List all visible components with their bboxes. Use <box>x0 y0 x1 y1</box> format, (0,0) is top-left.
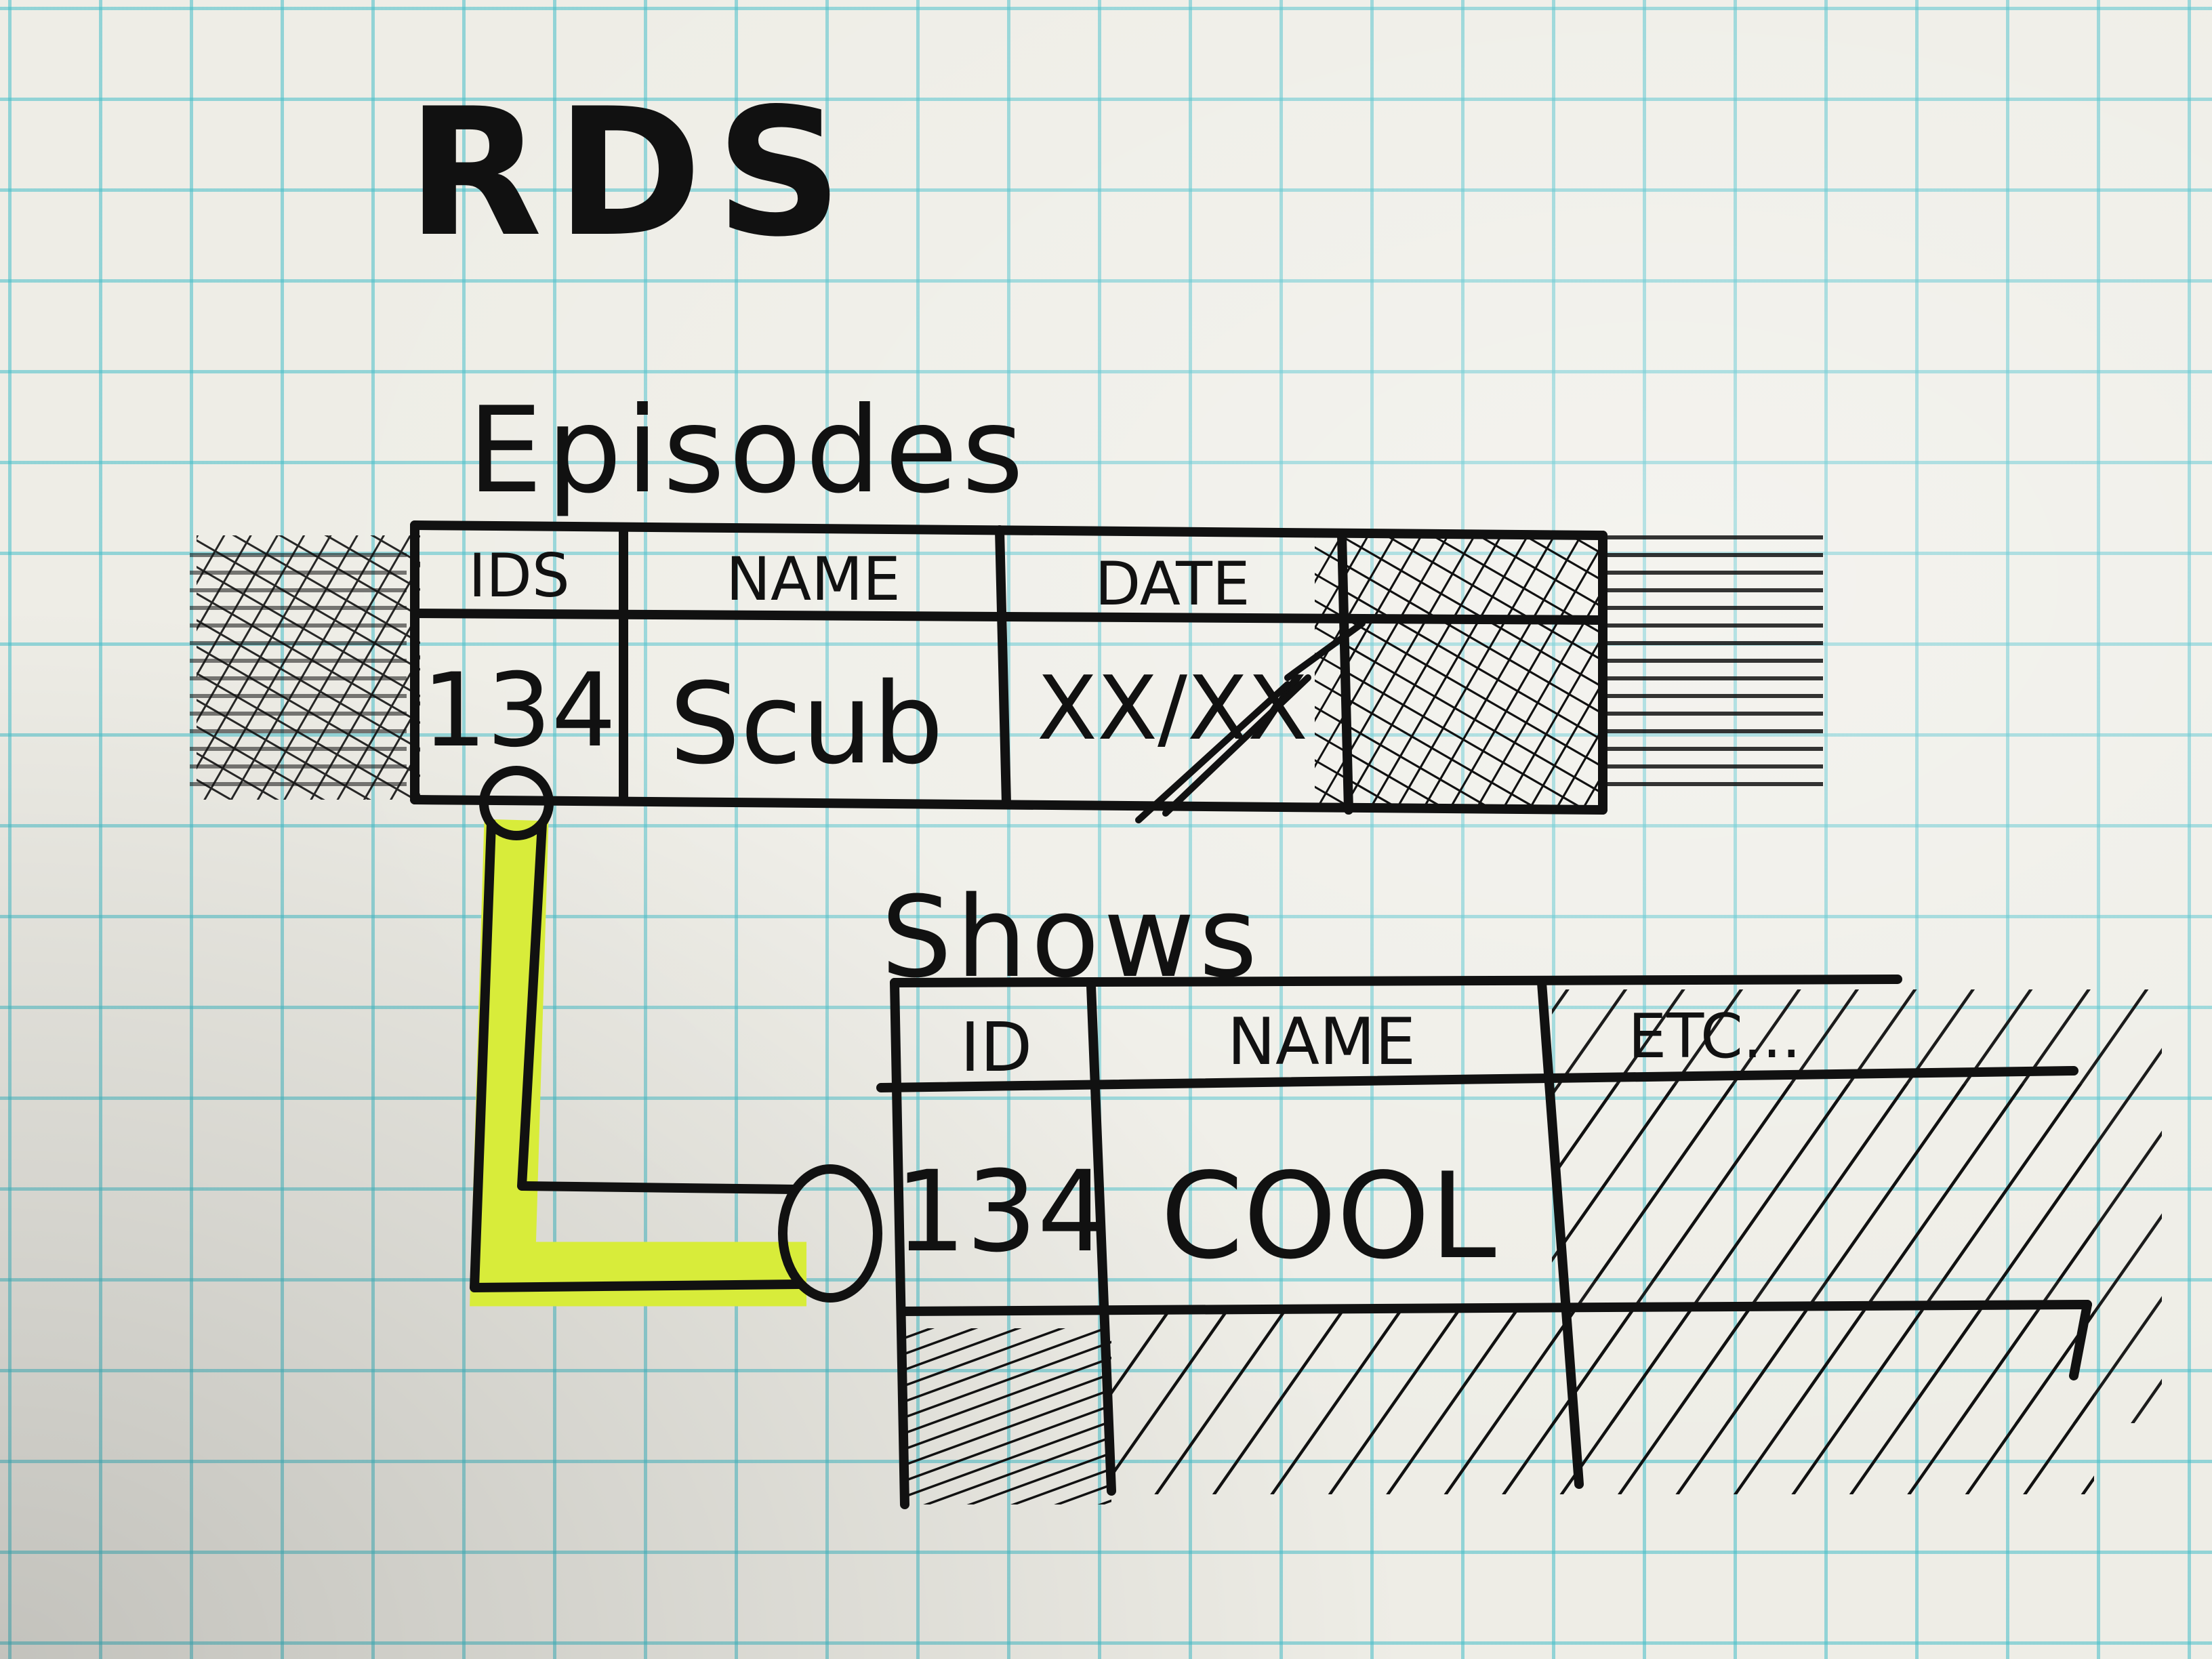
episodes-crossed-column <box>1345 542 1603 806</box>
episodes-cell-name: Scub <box>670 659 944 789</box>
episodes-cell-date: XX/XX <box>1037 657 1308 760</box>
episodes-cell-id: 134 <box>422 652 616 770</box>
relation-connector <box>470 766 882 1307</box>
shows-bottom-dense-hatch <box>901 1328 1111 1504</box>
episodes-table-name: Episodes <box>468 382 1027 520</box>
episodes-left-scribble-lines <box>190 542 407 786</box>
episodes-header-date: DATE <box>1095 549 1250 619</box>
episodes-right-scribble-lines <box>1599 535 1823 800</box>
episodes-header-ids: IDS <box>468 541 570 611</box>
shows-cell-name: COOL <box>1160 1148 1496 1286</box>
shows-header-etc: ETC... <box>1628 1001 1801 1072</box>
diagram-title: RDS <box>407 71 856 276</box>
episodes-header-name: NAME <box>726 544 901 614</box>
shows-bottom-hatch <box>1111 1311 2094 1494</box>
shows-header-name: NAME <box>1227 1005 1416 1080</box>
shows-cell-id: 134 <box>895 1147 1109 1277</box>
shows-table-grid <box>876 975 2092 1509</box>
episodes-date-scratch <box>1135 620 1366 823</box>
shows-row-hatch <box>1559 1084 2094 1281</box>
shows-header-id: ID <box>960 1008 1033 1087</box>
